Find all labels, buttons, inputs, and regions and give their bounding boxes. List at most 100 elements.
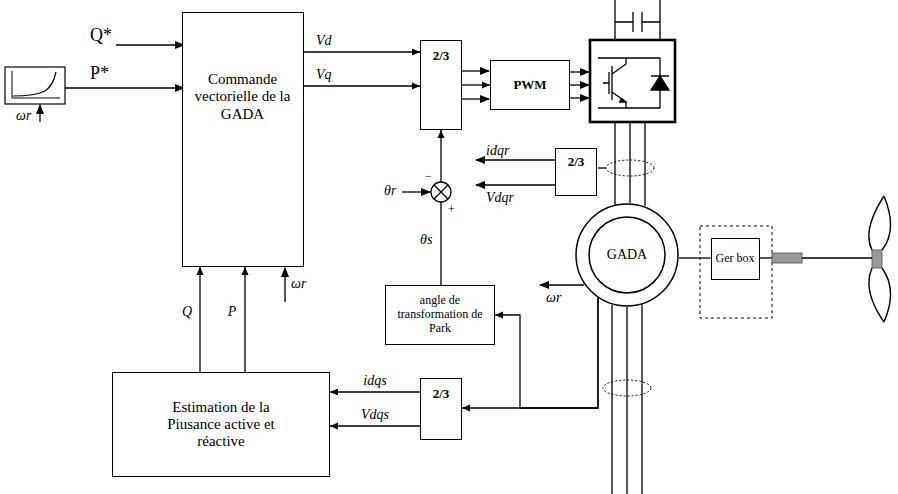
node-text: 2/3 [433,387,450,402]
arrowhead [412,83,420,90]
signal-label: + [448,203,455,216]
gearbox-box: Ger box [711,238,760,280]
inverter [590,40,675,122]
input-arrow [39,105,40,122]
node-text: Ger box [716,252,755,266]
transform-box: 2/3 [555,148,597,196]
output-arrow [540,284,584,285]
signal-label: Vq [315,67,333,82]
connector [242,267,249,372]
dc-bus [615,0,660,40]
node-text: Estimation de la Piusance active et réac… [151,399,291,451]
connector [679,258,711,259]
curve-box [5,67,65,104]
signal-label: ωr [16,108,31,123]
input-arrow [402,191,430,192]
input-arrow [116,44,184,45]
summing-junction [431,182,451,202]
signal-label: idqr [486,143,509,158]
arrowhead [242,267,249,275]
arrowhead [482,82,490,89]
connector-line [679,257,711,258]
connector [438,130,445,285]
hub [872,250,882,268]
arrowhead [438,130,445,138]
connector [304,49,421,56]
connector-line [199,267,200,372]
shaft [802,257,872,258]
arrowhead [197,267,204,275]
connector-line [304,51,421,52]
node-text: GADA [607,247,647,263]
signal-label: idqs [362,373,387,388]
signal-label: Vdqr [486,190,514,205]
park-angle-box: angle de transformation de Park [385,285,495,345]
shaft [772,253,802,263]
connector [197,267,204,372]
generator-circle: GADA [575,203,679,307]
phase-arrow [462,98,489,99]
igbt-symbol [598,58,669,108]
gate-arrow [570,71,589,72]
connector [330,423,420,430]
connector-line [495,297,598,408]
node-text: 2/3 [433,49,450,64]
signal-label: Q* [90,26,112,46]
signal-label: P* [90,64,109,84]
transform-box: 2/3 [420,378,462,440]
generator-ring [576,204,678,306]
gearbox-housing [700,226,772,318]
arrowhead [330,423,338,430]
shaft [758,257,772,258]
signal-label: Vdqs [360,407,390,422]
current-sensor [603,380,651,396]
summing-cross [434,185,448,199]
phase-arrow [462,70,489,71]
stator-lines [612,304,642,494]
signal-label: − [425,170,432,183]
sensor-lead [598,167,606,168]
capacitor [615,12,660,32]
current-sensor [606,160,654,176]
signal-label: Q [181,304,193,319]
blade [882,196,891,322]
signal-label: θr [384,183,396,198]
controller-box: Commande vectorielle de la GADA [182,12,304,267]
node-text: PWM [513,78,546,93]
node-text: Commande vectorielle de la GADA [187,71,299,123]
node-text: angle de transformation de Park [390,294,490,335]
connector [304,83,421,90]
arrowhead [412,49,420,56]
rotor-lines [615,122,645,206]
power-curve [13,72,56,96]
pwm-box: PWM [490,60,570,110]
blade [869,196,884,322]
connector-line [330,391,420,392]
connector-line [330,425,420,426]
signal-label: ωr [291,276,306,291]
signal-label: Vd [315,33,333,48]
arrowhead [495,312,503,319]
generator-ring [589,217,665,293]
arrowhead [462,405,470,412]
curve-axes [12,71,60,98]
gate-arrow [570,97,589,98]
node-text: 2/3 [568,155,585,170]
input-arrow [65,87,184,88]
connector-line [440,130,441,285]
connector [495,297,598,408]
input-arrow [284,268,285,302]
connector-line [304,85,421,86]
signal-label: θs [420,232,432,247]
connector [462,82,490,89]
output-arrow [476,159,555,160]
gate-arrow [570,84,589,85]
estimator-box: Estimation de la Piusance active et réac… [112,372,330,477]
transform-box: 2/3 [420,40,462,130]
signal-label: ωr [546,290,561,305]
output-arrow [476,184,555,185]
signal-label: P [227,304,238,319]
arrowhead [330,389,338,396]
connector-line [244,267,245,372]
connector [330,389,420,396]
